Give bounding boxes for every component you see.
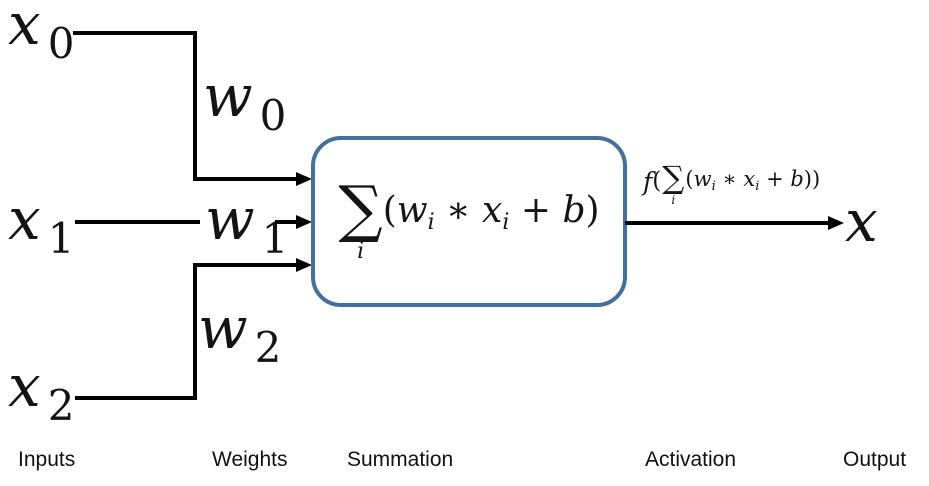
weight-w1-subscript: 1 <box>261 214 289 263</box>
weight-w2-subscript: 2 <box>254 323 282 372</box>
weight-w0-label: w 0 <box>203 62 286 137</box>
weight-w2-base: w <box>198 294 248 362</box>
act-x: x <box>743 167 756 192</box>
expr-b: b <box>562 189 586 231</box>
x2-connector-into-box <box>193 263 296 267</box>
act-times: ∗ <box>715 167 744 192</box>
weight-w1-label: w 1 <box>205 185 288 260</box>
expr-open-paren: ( <box>382 189 397 231</box>
sigma-index: i <box>357 239 365 265</box>
stage-label-activation: Activation <box>645 448 737 471</box>
input-x1-subscript: 1 <box>47 214 75 263</box>
x2-arrowhead-icon <box>296 258 312 272</box>
stage-label-summation: Summation <box>347 448 454 471</box>
expr-x: x <box>482 189 503 231</box>
stage-label-weights: Weights <box>212 448 288 471</box>
input-x2-base: x <box>8 352 41 420</box>
output-connector <box>625 221 828 225</box>
stage-label-inputs: Inputs <box>18 448 76 471</box>
output-arrowhead-icon <box>828 216 844 230</box>
x0-arrowhead-icon <box>296 172 312 186</box>
input-x1-base: x <box>8 185 41 253</box>
summation-formula: ∑ i ( w i ∗ x i + b ) <box>338 171 600 265</box>
input-x0-base: x <box>8 0 41 58</box>
activation-expression: ( w i ∗ x i + b ) <box>685 167 812 195</box>
sigma-symbol: ∑ <box>338 171 383 245</box>
activation-open-paren: ( <box>652 168 662 195</box>
act-plus: + <box>759 167 791 192</box>
x1-connector-horizontal <box>75 220 200 224</box>
act-w: w <box>693 167 712 192</box>
activation-f: f <box>643 166 653 196</box>
activation-sigma-with-index: ∑ i <box>662 160 685 208</box>
input-x0-label: x 0 <box>8 0 74 65</box>
x0-connector-horizontal <box>73 31 197 35</box>
x1-connector-into-box <box>275 220 296 224</box>
activation-formula: f ( ∑ i ( w i ∗ x i + b ) ) <box>643 160 821 208</box>
expr-x-subscript: i <box>502 209 510 235</box>
x1-arrowhead-icon <box>296 215 312 229</box>
weight-w0-base: w <box>203 62 253 130</box>
input-x1-label: x 1 <box>8 185 74 260</box>
sigma-with-index: ∑ i <box>338 171 383 265</box>
expr-times: ∗ <box>434 189 483 231</box>
input-x0-subscript: 0 <box>47 19 75 68</box>
x0-connector-into-box <box>193 177 296 181</box>
activation-sigma-index: i <box>671 193 676 208</box>
output-x-label: x <box>845 192 878 250</box>
stage-label-output: Output <box>843 448 907 471</box>
x2-connector-horizontal <box>75 396 197 400</box>
expr-plus: + <box>509 189 563 231</box>
weight-w1-base: w <box>205 185 255 253</box>
act-close-paren: ) <box>803 167 812 192</box>
weight-w2-label: w 2 <box>198 294 281 369</box>
input-x2-label: x 2 <box>8 352 74 427</box>
x2-connector-vertical <box>193 263 197 400</box>
expr-w-subscript: i <box>427 209 435 235</box>
summation-box: ∑ i ( w i ∗ x i + b ) <box>311 136 627 307</box>
act-x-subscript: i <box>755 179 760 195</box>
expr-w: w <box>396 189 428 231</box>
summation-expression: ( w i ∗ x i + b ) <box>382 189 600 235</box>
output-x-base: x <box>845 187 878 255</box>
input-x2-subscript: 2 <box>47 381 75 430</box>
expr-close-paren: ) <box>585 189 600 231</box>
act-b: b <box>790 167 804 192</box>
activation-sigma-symbol: ∑ <box>662 160 685 196</box>
act-w-subscript: i <box>711 179 716 195</box>
act-open-paren: ( <box>685 167 694 192</box>
x0-connector-vertical <box>193 31 197 181</box>
weight-w0-subscript: 0 <box>259 91 287 140</box>
activation-suffix-paren: ) <box>812 167 821 192</box>
